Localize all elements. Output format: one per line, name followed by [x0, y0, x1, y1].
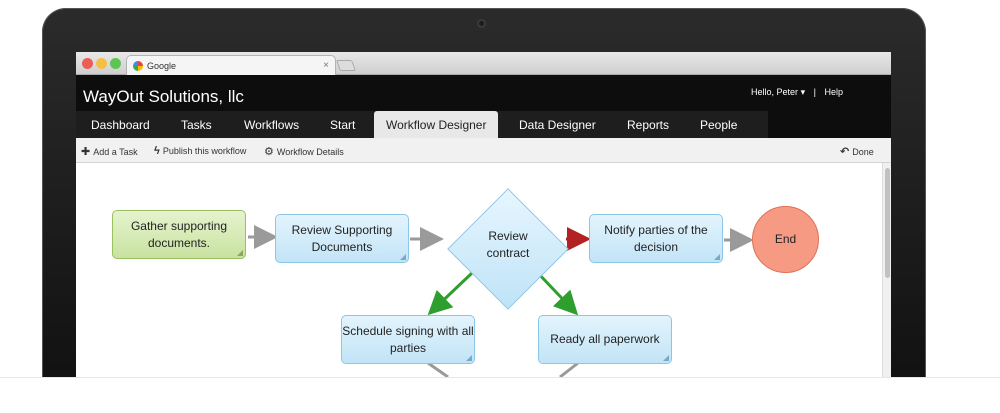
nav-reports[interactable]: Reports	[627, 118, 670, 132]
lightning-icon: ϟ	[154, 145, 160, 157]
browser-tab-bar: Google ×	[76, 52, 891, 75]
end-node[interactable]: End	[752, 206, 819, 273]
main-nav: Dashboard Tasks Workflows Start Workflow…	[76, 111, 768, 138]
app-header: WayOut Solutions, llc Hello, Peter ▾ | H…	[76, 75, 891, 138]
user-bar: Hello, Peter ▾ | Help	[751, 87, 843, 98]
user-menu[interactable]: Hello, Peter ▾	[751, 87, 806, 97]
app-brand: WayOut Solutions, llc	[83, 87, 244, 106]
webcam-icon	[477, 19, 486, 28]
nav-dashboard[interactable]: Dashboard	[91, 118, 150, 132]
connectors	[248, 225, 754, 377]
nav-workflows[interactable]: Workflows	[244, 118, 300, 132]
close-tab-icon[interactable]: ×	[323, 60, 329, 71]
minimize-window-icon[interactable]	[96, 58, 107, 69]
plus-icon: ✚	[81, 146, 91, 158]
vertical-scrollbar[interactable]	[882, 163, 891, 377]
nav-start[interactable]: Start	[330, 118, 356, 132]
done-button[interactable]: ↶Done	[840, 146, 874, 158]
nav-workflow-designer[interactable]: Workflow Designer	[374, 111, 499, 138]
decision-label: Review contract	[486, 229, 530, 260]
arrow-contract-to-schedule[interactable]	[427, 271, 474, 316]
arrow-contract-to-ready[interactable]	[534, 269, 579, 316]
task-notify-parties[interactable]: Notify parties of the decision	[589, 214, 723, 263]
task-ready-paperwork[interactable]: Ready all paperwork	[538, 315, 672, 364]
nav-people[interactable]: People	[700, 118, 738, 132]
browser-tab[interactable]: Google ×	[126, 55, 336, 75]
nav-data-designer[interactable]: Data Designer	[519, 118, 596, 132]
google-favicon-icon	[133, 61, 143, 71]
undo-arrow-icon: ↶	[840, 146, 850, 158]
arrow-ready-down[interactable]	[559, 361, 579, 377]
browser-tab-title: Google	[147, 61, 177, 71]
caret-down-icon: ▾	[800, 87, 806, 97]
task-review-supporting-documents[interactable]: Review Supporting Documents	[275, 214, 409, 263]
help-link[interactable]: Help	[824, 87, 843, 97]
new-tab-button[interactable]	[335, 60, 357, 71]
surface-edge	[0, 377, 1000, 413]
close-window-icon[interactable]	[82, 58, 93, 69]
maximize-window-icon[interactable]	[110, 58, 121, 69]
add-task-button[interactable]: ✚Add a Task	[81, 146, 138, 158]
divider: |	[813, 87, 816, 97]
screen: Google × WayOut Solutions, llc Hello, Pe…	[76, 52, 891, 377]
nav-tasks[interactable]: Tasks	[181, 118, 212, 132]
arrow-schedule-down[interactable]	[427, 361, 449, 377]
gear-icon: ⚙	[264, 146, 274, 158]
task-gather-documents[interactable]: Gather supporting documents.	[112, 210, 246, 259]
task-schedule-signing[interactable]: Schedule signing with all parties	[341, 315, 475, 364]
workflow-canvas[interactable]: Gather supporting documents. Review Supp…	[76, 163, 882, 377]
workflow-details-button[interactable]: ⚙Workflow Details	[264, 146, 344, 158]
scrollbar-thumb[interactable]	[885, 168, 890, 278]
